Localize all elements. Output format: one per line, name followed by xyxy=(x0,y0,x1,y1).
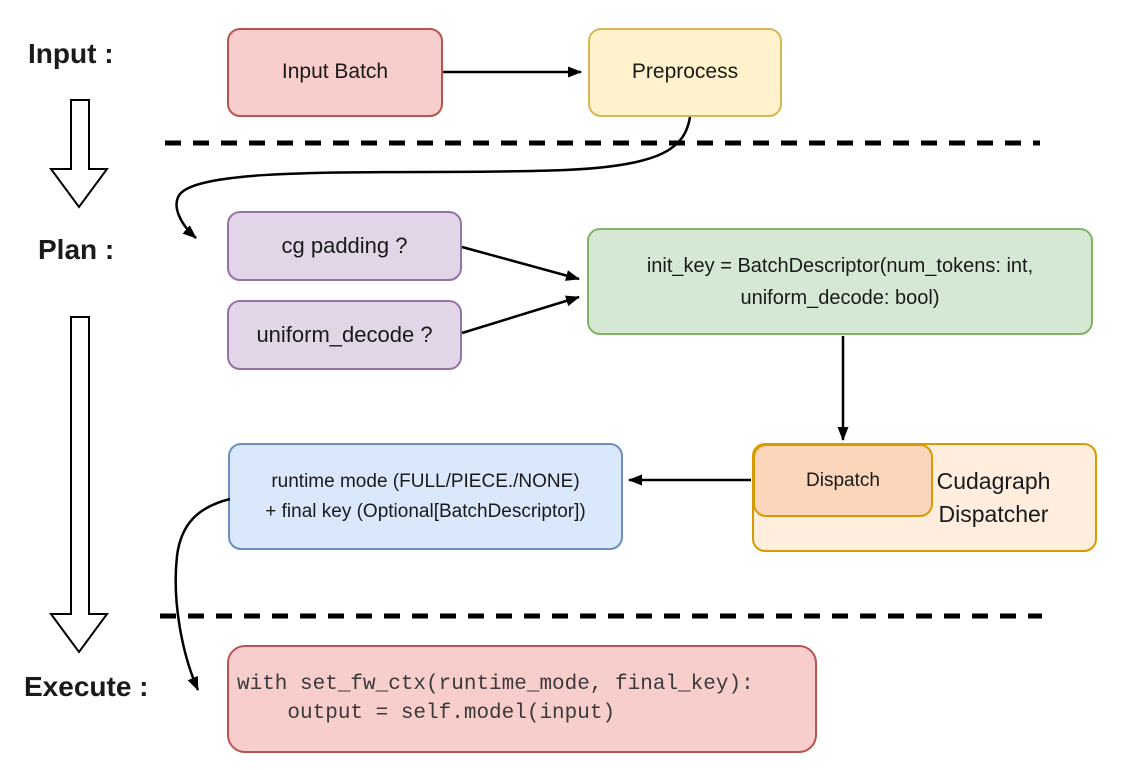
node-input-batch: Input Batch xyxy=(227,28,443,117)
init-key-line2: uniform_decode: bool) xyxy=(740,286,940,309)
runtime-mode-line2: + final key (Optional[BatchDescriptor]) xyxy=(265,500,586,522)
node-cg-padding: cg padding ? xyxy=(227,211,462,281)
input-to-plan-arrow-icon xyxy=(49,99,109,209)
stage-label-plan: Plan : xyxy=(38,234,115,265)
execute-code-line1: with set_fw_ctx(runtime_mode, final_key)… xyxy=(237,673,754,696)
uniform-decode-label: uniform_decode ? xyxy=(256,322,433,348)
init-key-line1: init_key = BatchDescriptor(num_tokens: i… xyxy=(646,254,1034,277)
runtime-mode-line1: runtime mode (FULL/PIECE./NONE) xyxy=(271,470,580,492)
stage-label-execute: Execute : xyxy=(24,671,149,702)
edge-runtimemode-to-executecode xyxy=(174,497,231,691)
cudagraph-dispatcher-line1: Cudagraph xyxy=(936,467,1051,494)
preprocess-label: Preprocess xyxy=(631,60,739,84)
cudagraph-dispatcher-line2: Dispatcher xyxy=(938,500,1049,527)
edge-cgpadding-to-initkey xyxy=(461,245,580,281)
cg-padding-label: cg padding ? xyxy=(281,233,408,259)
node-init-key: init_key = BatchDescriptor(num_tokens: i… xyxy=(587,228,1093,335)
node-preprocess: Preprocess xyxy=(588,28,782,117)
plan-to-execute-arrow-icon xyxy=(49,316,109,654)
node-runtime-mode: runtime mode (FULL/PIECE./NONE) + final … xyxy=(228,443,623,550)
edge-uniformdecode-to-initkey xyxy=(461,295,580,335)
cudagraph-dispatcher-label: Cudagraph Dispatcher xyxy=(896,465,1092,531)
node-dispatch: Dispatch xyxy=(753,444,933,517)
input-batch-label: Input Batch xyxy=(281,60,389,84)
dispatch-label: Dispatch xyxy=(806,469,880,491)
stage-label-input: Input : xyxy=(28,38,114,69)
execute-code-line2: output = self.model(input) xyxy=(237,702,616,725)
node-uniform-decode: uniform_decode ? xyxy=(227,300,462,370)
node-execute-code: with set_fw_ctx(runtime_mode, final_key)… xyxy=(227,645,817,753)
